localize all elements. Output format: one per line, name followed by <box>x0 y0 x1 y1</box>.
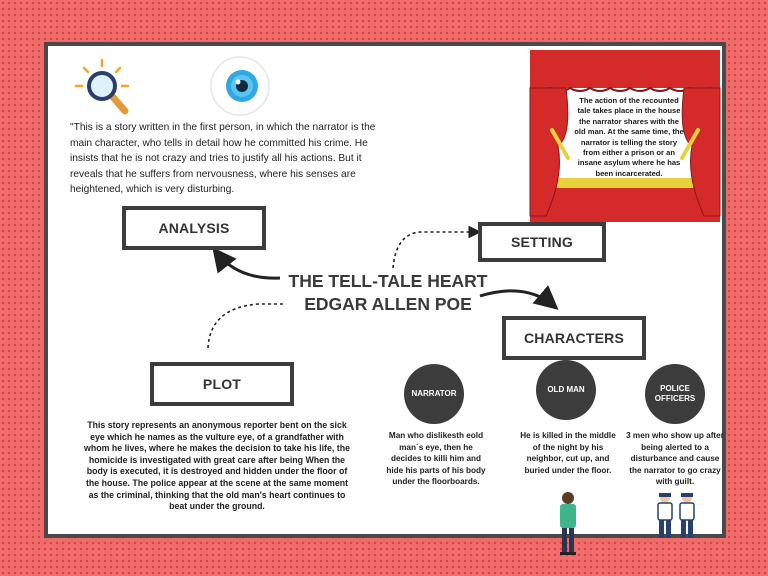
magnifier-icon <box>74 58 130 115</box>
police-description: 3 men who show up after being alerted to… <box>626 431 724 487</box>
setting-text: The action of the recounted tale takes p… <box>574 96 684 178</box>
title-line-1: THE TELL-TALE HEART <box>288 271 488 291</box>
arrow-to-analysis <box>212 247 281 280</box>
narrator-circle: NARRATOR <box>404 364 464 424</box>
intro-text: "This is a story written in the first pe… <box>70 122 376 195</box>
plot-box: PLOT <box>150 362 294 406</box>
title-line-2: EDGAR ALLEN POE <box>304 294 472 314</box>
poster-board: "This is a story written in the first pe… <box>44 42 726 555</box>
analysis-box: ANALYSIS <box>122 206 266 250</box>
curtain-icon <box>529 50 721 222</box>
police-circle: POLICE OFFICERS <box>645 364 705 424</box>
line-to-plot <box>207 303 284 349</box>
plot-text: This story represents an anonymous repor… <box>84 420 350 512</box>
old-man-circle: OLD MAN <box>536 360 596 420</box>
characters-box: CHARACTERS <box>502 316 646 360</box>
police-figures <box>657 493 695 538</box>
narrator-description: Man who dislikesth eold man´s eye, then … <box>386 431 486 487</box>
arrow-to-characters <box>479 285 559 310</box>
old-man-description: He is killed in the middle of the night … <box>520 431 616 475</box>
old-man-figure <box>560 492 576 555</box>
connector-lines <box>207 225 559 349</box>
eye-icon <box>210 56 270 116</box>
setting-box: SETTING <box>478 222 606 262</box>
page-title: THE TELL-TALE HEART EDGAR ALLEN POE <box>278 270 498 316</box>
arrow-to-setting <box>392 225 482 269</box>
